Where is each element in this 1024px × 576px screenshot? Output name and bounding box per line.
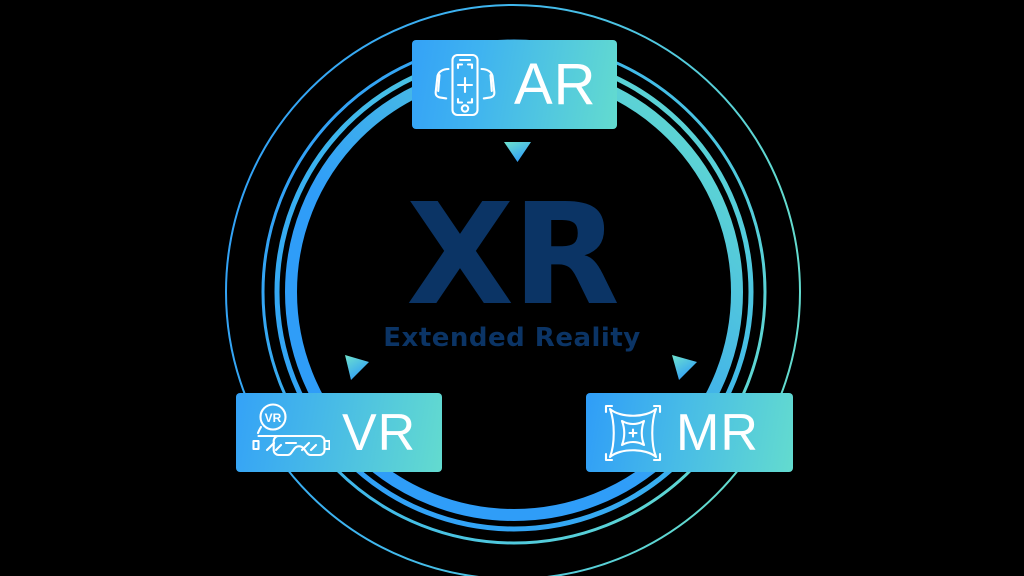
mixed-reality-frame-icon <box>602 402 664 464</box>
page-subtitle: Extended Reality <box>383 322 641 353</box>
phone-ar-tracking-icon <box>430 52 500 118</box>
node-ar-label: AR <box>514 51 597 117</box>
node-mr[interactable]: MR <box>586 393 793 472</box>
arrow-vr-connector <box>345 355 369 380</box>
center-lockup: XR Extended Reality <box>0 174 1024 353</box>
arrow-mr-connector <box>672 355 697 380</box>
vr-headset-icon: VR <box>252 402 330 463</box>
node-vr-label: VR <box>342 403 417 462</box>
node-vr[interactable]: VR VR <box>236 393 442 472</box>
svg-text:VR: VR <box>265 411 282 425</box>
node-mr-label: MR <box>676 403 759 462</box>
ring-outer <box>225 4 801 576</box>
arrow-ar-connector <box>504 142 531 162</box>
node-ar[interactable]: AR <box>412 40 617 129</box>
page-title: XR <box>406 174 620 337</box>
